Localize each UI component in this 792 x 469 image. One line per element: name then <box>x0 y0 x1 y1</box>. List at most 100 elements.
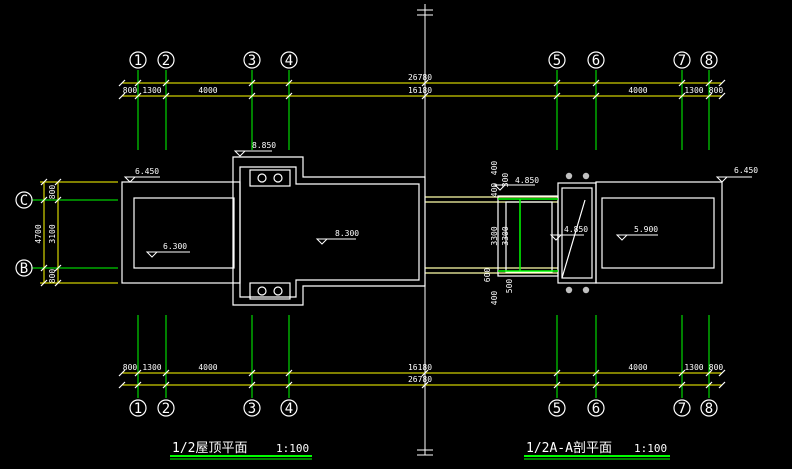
dim-tick <box>162 369 170 377</box>
axis-label: 2 <box>162 401 170 417</box>
section-core-inner <box>561 187 593 279</box>
axis-label: 7 <box>678 53 686 69</box>
dim-section: 500 <box>505 279 514 294</box>
dim-tick <box>54 178 62 186</box>
elevation-markers <box>123 150 752 258</box>
dim-tick <box>162 381 170 389</box>
dim-bottom-seg: 4000 <box>198 363 217 372</box>
dim-bottom-seg: 1300 <box>142 363 161 372</box>
dim-tick <box>285 79 293 87</box>
elev-right-roof: 6.450 <box>734 166 758 175</box>
axis-bubble <box>243 51 261 69</box>
axis-bubble <box>700 399 718 417</box>
dim-tick <box>705 369 713 377</box>
dim-top-middle: 16180 <box>408 86 432 95</box>
dim-section: 400 <box>490 161 499 176</box>
axis-label: 8 <box>705 401 713 417</box>
dim-top-overall: 26780 <box>408 73 432 82</box>
axis-label: 1 <box>134 53 142 69</box>
axis-bubble <box>129 51 147 69</box>
dim-tick <box>553 381 561 389</box>
axis-bubble <box>15 259 33 277</box>
dim-tick <box>134 79 142 87</box>
axis-label: B <box>20 261 28 277</box>
dim-left-top: 800 <box>48 185 57 200</box>
dim-tick <box>705 381 713 389</box>
section-hatch <box>498 198 558 272</box>
dim-tick <box>40 264 48 272</box>
stair-circle <box>273 173 283 183</box>
title-left: 1/2屋顶平面 <box>172 441 247 456</box>
axis-label: 3 <box>248 53 256 69</box>
axis-bubbles-left: CB <box>15 191 33 277</box>
axis-bubble <box>129 399 147 417</box>
dim-top-seg: 1300 <box>142 86 161 95</box>
dim-tick <box>54 279 62 287</box>
stair-circle <box>273 286 283 296</box>
dim-section: 400 <box>490 291 499 306</box>
axis-label: 1 <box>134 401 142 417</box>
dim-bottom-seg: 800 <box>709 363 724 372</box>
dim-tick <box>553 369 561 377</box>
axis-label: 8 <box>705 53 713 69</box>
dim-tick <box>678 79 686 87</box>
dim-tick <box>118 92 126 100</box>
dim-section: 600 <box>483 268 492 283</box>
tower-inner <box>239 166 420 298</box>
axis-bubble <box>673 399 691 417</box>
dim-tick <box>718 79 726 87</box>
dim-tick <box>40 279 48 287</box>
drawing-titles: 1/2屋顶平面 1:100 1/2A-A剖平面 1:100 <box>170 441 670 460</box>
axis-bubble <box>548 51 566 69</box>
stair-bottom <box>249 282 291 300</box>
dim-tick <box>285 381 293 389</box>
elev-left-roof: 6.450 <box>135 167 159 176</box>
dim-top-seg: 800 <box>709 86 724 95</box>
axis-bubble <box>280 51 298 69</box>
dim-bottom-seg: 800 <box>123 363 138 372</box>
axis-bubble <box>280 399 298 417</box>
dim-section: 400 <box>490 183 499 198</box>
axis-label: 6 <box>592 401 600 417</box>
dim-tick <box>134 369 142 377</box>
axis-label: C <box>20 193 28 209</box>
dim-tick <box>553 79 561 87</box>
dim-tick <box>718 381 726 389</box>
dim-bottom-seg: 4000 <box>628 363 647 372</box>
center-axis <box>417 4 433 456</box>
axis-bubble <box>157 51 175 69</box>
stair-circle <box>257 173 267 183</box>
dimension-labels: 26780 16180 800 1300 4000 4000 1300 800 … <box>34 73 723 384</box>
axis-bubble <box>587 399 605 417</box>
dim-tick <box>592 79 600 87</box>
elev-section-left: 4.850 <box>515 176 539 185</box>
dim-tick <box>248 79 256 87</box>
axis-label: 5 <box>553 53 561 69</box>
axis-bubble <box>587 51 605 69</box>
axis-bubble <box>700 51 718 69</box>
dim-tick <box>553 92 561 100</box>
title-right: 1/2A-A剖平面 <box>526 441 612 456</box>
axis-bubble <box>673 51 691 69</box>
dim-top-seg: 4000 <box>628 86 647 95</box>
dimension-lines <box>40 82 722 386</box>
dim-tick <box>54 196 62 204</box>
elev-tower-top: 8.850 <box>252 141 276 150</box>
dim-top-seg: 4000 <box>198 86 217 95</box>
dim-tick <box>678 381 686 389</box>
elevation-labels: 6.450 6.300 8.850 8.300 4.850 4.850 5.90… <box>135 141 758 251</box>
dim-tick <box>40 196 48 204</box>
right-wing-inner <box>601 197 715 269</box>
dim-section: 3300 <box>501 226 510 245</box>
dim-bottom-seg: 1300 <box>684 363 703 372</box>
axis-bubble <box>243 399 261 417</box>
section-frame-inner <box>505 201 553 273</box>
stair-top <box>249 169 291 187</box>
dim-tick <box>285 92 293 100</box>
elev-section-inner: 5.900 <box>634 225 658 234</box>
elev-tower-inner: 8.300 <box>335 229 359 238</box>
stair-circle <box>257 286 267 296</box>
